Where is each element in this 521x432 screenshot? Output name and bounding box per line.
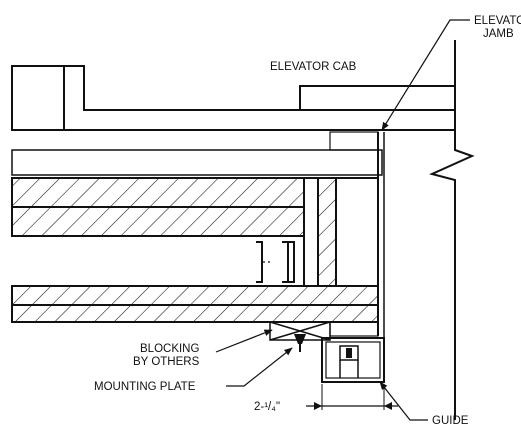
leader-lines	[215, 19, 470, 421]
dimension-label: 2-¹/₄"	[254, 401, 280, 413]
steel-channel	[256, 241, 295, 283]
elevator-jamb-label-1: ELEVATOR	[474, 15, 521, 27]
upper-blocking	[11, 177, 305, 237]
blocking-label-2: BY OTHERS	[133, 356, 200, 368]
sill-strip	[11, 131, 383, 176]
guide-label: GUIDE	[432, 415, 469, 427]
jamb-trim	[377, 132, 385, 360]
mounting-plate-label: MOUNTING PLATE	[94, 381, 196, 393]
guide-assembly	[321, 337, 385, 410]
vertical-post	[303, 177, 379, 287]
elevator-jamb-label-2: JAMB	[483, 28, 514, 40]
elevator-cab-profile	[11, 65, 455, 131]
lower-blocking	[11, 285, 379, 323]
dimension-line	[306, 402, 398, 410]
elevator-cab-label: ELEVATOR CAB	[270, 61, 357, 73]
wall-break-line	[429, 40, 475, 420]
screw-icon	[294, 334, 306, 352]
blocking-label-1: BLOCKING	[140, 343, 199, 355]
